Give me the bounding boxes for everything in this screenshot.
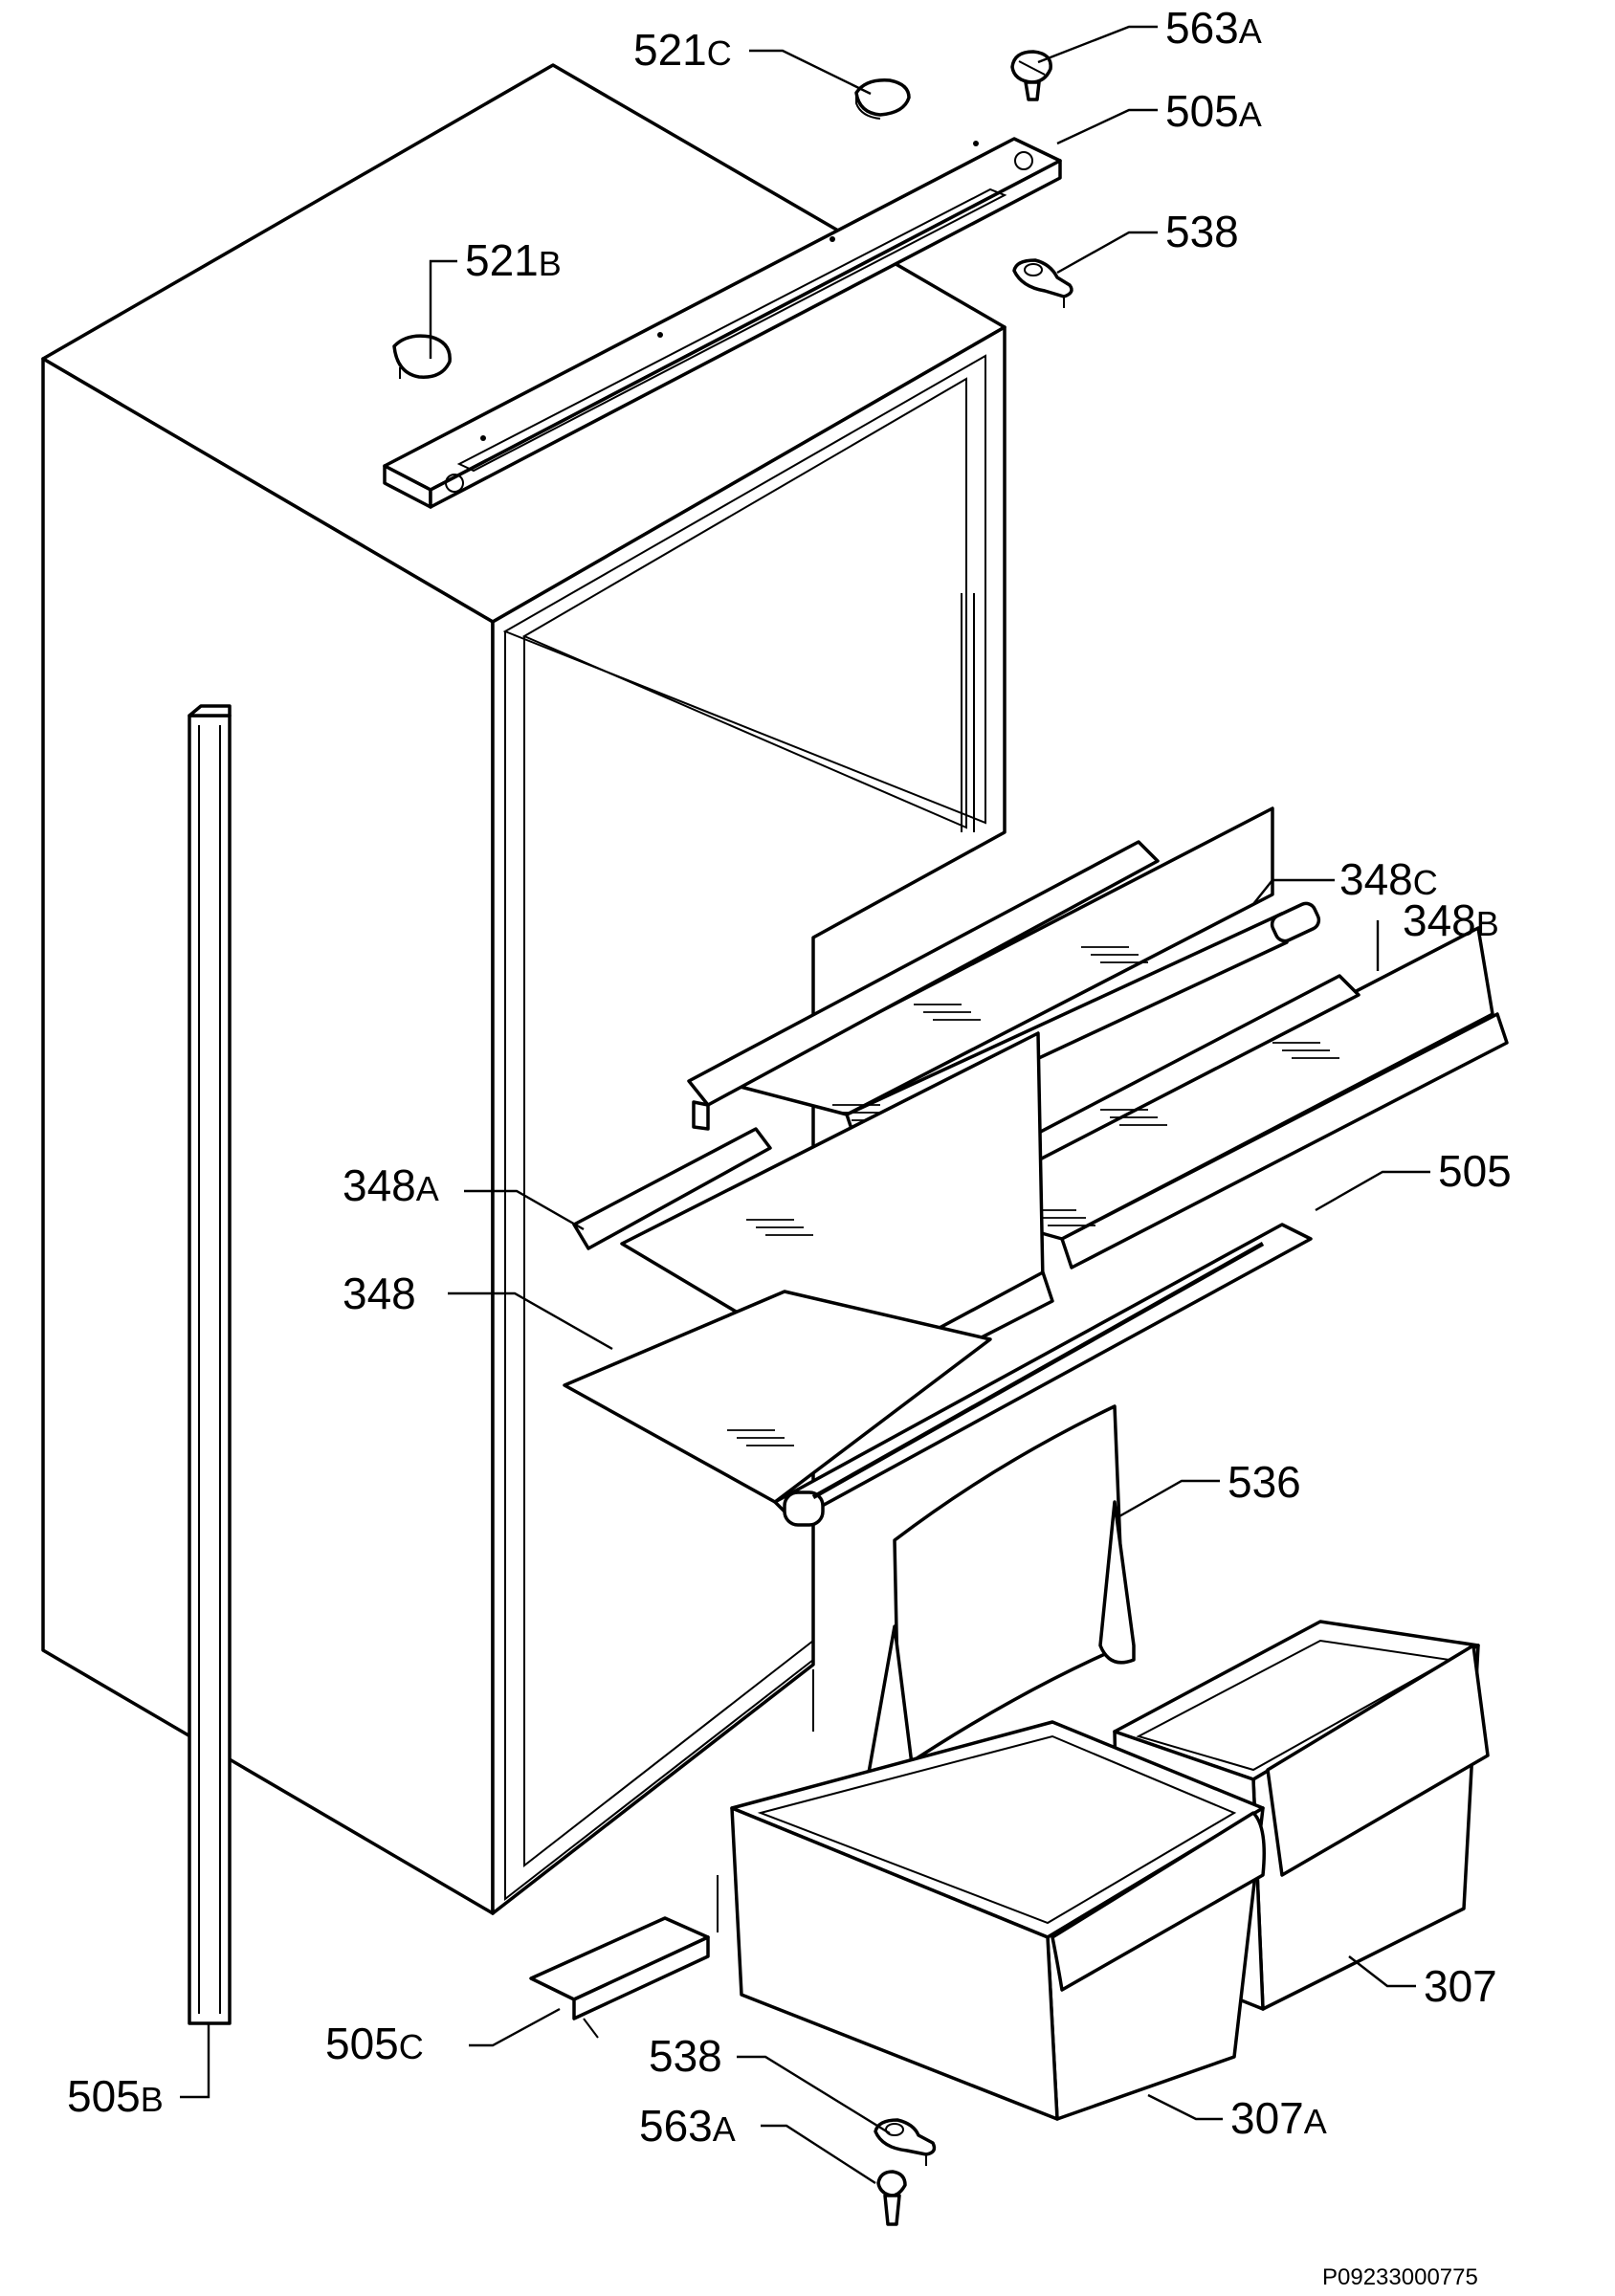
part-suffix: B [141,2080,164,2119]
cap-521c [854,78,911,120]
callout-348a: 348A [343,1160,439,1210]
part-suffix: C [399,2027,424,2066]
svg-text:505: 505 [1438,1146,1512,1196]
svg-text:348C: 348C [1339,854,1438,904]
cap-521b [392,334,452,379]
part-number: 521 [465,235,539,285]
part-suffix: C [707,33,732,73]
callout-563a-bottom: 563A [639,2101,736,2151]
callout-307: 307 [1424,1961,1497,2011]
screw-563a-bottom [876,2170,907,2226]
svg-text:521C: 521C [633,25,732,75]
svg-text:505A: 505A [1165,86,1262,136]
door-trim-505b [188,704,232,2025]
drawing-code: P09233000775 [1322,2264,1478,2290]
callout-348b: 348B [1403,895,1499,945]
callout-505c: 505C [325,2019,424,2068]
part-suffix: A [1239,11,1262,51]
callout-536: 536 [1228,1457,1301,1507]
callout-505: 505 [1438,1146,1512,1196]
crisper-drawer-307a [730,1720,1266,2121]
svg-text:307A: 307A [1230,2093,1327,2143]
callout-521c: 521C [633,25,732,75]
part-number: 521 [633,25,707,75]
svg-text:563A: 563A [639,2101,736,2151]
svg-text:538: 538 [649,2031,722,2081]
part-number: 538 [1165,207,1239,256]
part-number: 505 [67,2071,141,2121]
svg-text:521B: 521B [465,235,562,285]
part-number: 307 [1230,2093,1304,2143]
shelf-348 [563,1223,1313,1527]
part-number: 536 [1228,1457,1301,1507]
part-number: 307 [1424,1961,1497,2011]
svg-text:536: 536 [1228,1457,1301,1507]
part-number: 538 [649,2031,722,2081]
part-number: 563 [639,2101,713,2151]
leader-lines [180,25,1430,2185]
callout-521b: 521B [465,235,562,285]
callout-538-bottom: 538 [649,2031,722,2081]
part-number: 348 [1339,854,1413,904]
part-number: 505 [1438,1146,1512,1196]
part-suffix: A [713,2109,736,2149]
hinge-pin-538-top [1012,258,1073,308]
part-number: 563 [1165,3,1239,53]
callout-348c: 348C [1339,854,1438,904]
fridge-cabinet [41,63,1007,1915]
svg-text:307: 307 [1424,1961,1497,2011]
svg-text:563A: 563A [1165,3,1262,53]
svg-text:538: 538 [1165,207,1239,256]
svg-text:348B: 348B [1403,895,1499,945]
part-suffix: B [539,244,562,283]
part-number: 348 [1403,895,1476,945]
svg-text:505C: 505C [325,2019,424,2068]
callout-348: 348 [343,1269,416,1318]
part-suffix: A [1239,95,1262,134]
callout-505a: 505A [1165,86,1262,136]
svg-text:348A: 348A [343,1160,439,1210]
part-number: 505 [325,2019,399,2068]
part-number: 505 [1165,86,1239,136]
hinge-pin-538-bottom [874,2118,937,2166]
callout-538-top: 538 [1165,207,1239,256]
hinge-bar-505a [383,137,1062,509]
svg-text:505B: 505B [67,2071,164,2121]
part-number: 348 [343,1269,416,1318]
part-suffix: A [416,1169,439,1208]
base-cover-505c [529,1875,719,2039]
callout-505b: 505B [67,2071,164,2121]
part-suffix: B [1476,904,1499,943]
callout-563a-top: 563A [1165,3,1262,53]
screw-563a-top [1010,50,1052,101]
part-suffix: C [1413,863,1438,902]
svg-text:348: 348 [343,1269,416,1318]
part-suffix: A [1304,2102,1327,2141]
callout-307a: 307A [1230,2093,1327,2143]
part-number: 348 [343,1160,416,1210]
